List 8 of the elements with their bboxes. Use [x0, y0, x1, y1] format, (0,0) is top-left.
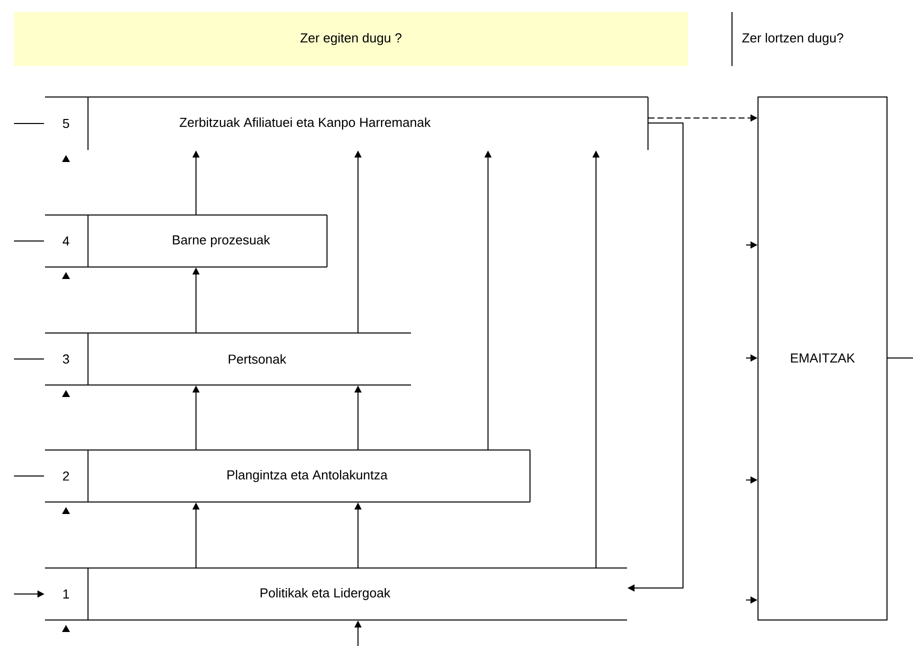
process-band: 2 Plangintza eta Antolakuntza	[44, 450, 530, 502]
process-band: 4 Barne prozesuak	[44, 214, 328, 268]
result-box: EMAITZAK	[758, 96, 888, 620]
process-band: 5 Zerbitzuak Afiliatuei eta Kanpo Harremanak	[44, 96, 648, 150]
process-band: 1 Politikak eta Lidergoak	[44, 568, 628, 620]
header-band: Zer egiten dugu ?	[14, 12, 688, 66]
process-band: 3 Pertsonak	[44, 332, 412, 386]
column-heading: Zer lortzen dugu?	[742, 32, 844, 46]
